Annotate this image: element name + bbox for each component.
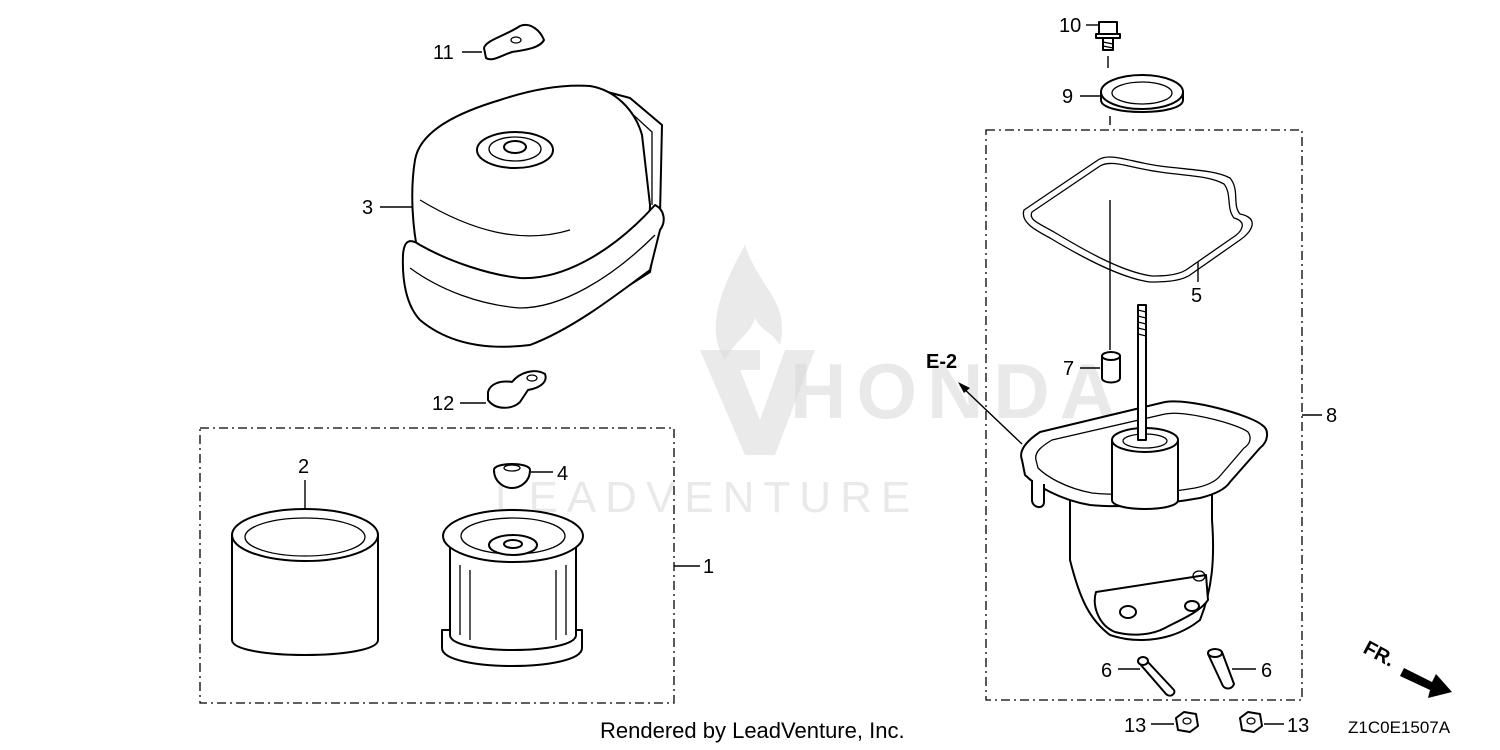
reference-arrowhead-icon	[958, 382, 970, 393]
callout-8: 8	[1326, 405, 1337, 427]
seal-ring-part-9[interactable]	[1100, 74, 1184, 113]
watermark: HONDA LEADVENTURE	[495, 245, 1126, 522]
diagram-code: Z1C0E1507A	[1348, 718, 1451, 737]
callout-labels: 11 3 12 2 4 1 10 9 5 7 8 6 6 13 13 E-2	[298, 15, 1337, 737]
air-cleaner-cover-part-3[interactable]	[401, 84, 665, 348]
gasket-part-5[interactable]	[1022, 156, 1253, 283]
callout-1: 1	[703, 556, 714, 578]
tube-part-6-right[interactable]	[1207, 648, 1235, 690]
collar-part-7[interactable]	[1101, 351, 1121, 384]
callout-13-right: 13	[1287, 715, 1309, 737]
render-credit: Rendered by LeadVenture, Inc.	[600, 718, 905, 743]
callout-5: 5	[1191, 285, 1202, 307]
callout-10: 10	[1059, 15, 1081, 37]
watermark-flame-icon	[715, 245, 782, 360]
leader-lines	[304, 24, 1322, 725]
watermark-sub: LEADVENTURE	[495, 473, 919, 522]
grommet-part-4[interactable]	[493, 463, 531, 489]
callout-12: 12	[432, 393, 454, 415]
callout-9: 9	[1062, 86, 1073, 108]
callout-7: 7	[1063, 358, 1074, 380]
air-cleaner-case-part-8[interactable]	[1020, 304, 1268, 641]
callout-6-right: 6	[1261, 660, 1272, 682]
callout-6-left: 6	[1101, 660, 1112, 682]
wing-nut-part-11[interactable]	[483, 24, 545, 61]
watermark-v-icon	[700, 350, 815, 455]
direction-label: FR.	[1360, 637, 1399, 672]
callout-4: 4	[557, 463, 568, 485]
case-assembly-box	[985, 129, 1303, 701]
outer-element-part-2[interactable]	[231, 508, 379, 656]
callout-13-left: 13	[1124, 715, 1146, 737]
wing-nut-part-12[interactable]	[487, 370, 547, 409]
nut-part-13-left[interactable]	[1175, 711, 1199, 733]
callout-3: 3	[362, 197, 373, 219]
front-arrow-icon	[1400, 668, 1452, 698]
callout-2: 2	[298, 456, 309, 478]
bolt-part-10[interactable]	[1095, 21, 1121, 51]
callout-11: 11	[433, 42, 454, 64]
front-direction-indicator: FR.	[1360, 637, 1452, 698]
reference-label: E-2	[926, 351, 957, 373]
watermark-brand: HONDA	[790, 347, 1126, 435]
nut-part-13-right[interactable]	[1239, 711, 1263, 733]
paper-element[interactable]	[441, 509, 584, 667]
tube-part-6-left[interactable]	[1137, 656, 1176, 697]
